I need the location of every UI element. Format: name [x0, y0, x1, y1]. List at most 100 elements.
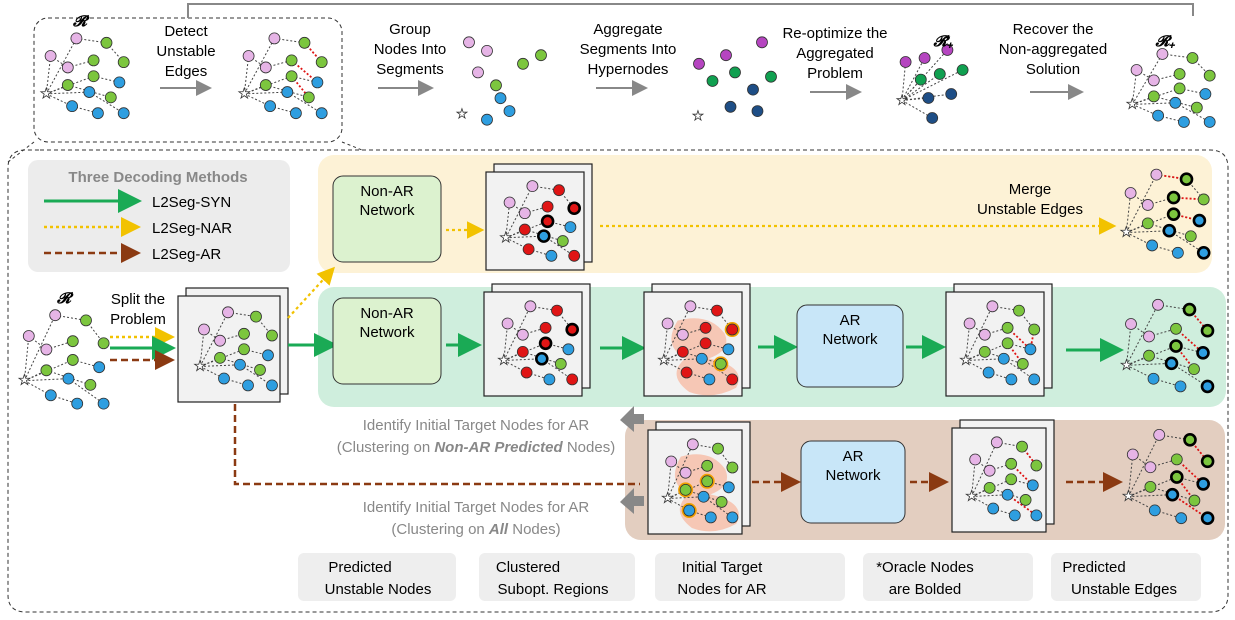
- graph-node: [1148, 504, 1161, 517]
- left-original-graph: ★: [18, 309, 110, 410]
- graph-node: [234, 358, 246, 371]
- ar-result-graph: ★: [1122, 428, 1215, 526]
- graph-node: [1200, 323, 1215, 338]
- graph-node: [1175, 512, 1188, 525]
- graph-node: [722, 481, 735, 494]
- route-edge: [522, 351, 561, 365]
- flow-ar-path: [233, 404, 640, 486]
- graph-node: [683, 504, 696, 517]
- graph-node: [562, 343, 575, 356]
- graph-node: [534, 351, 549, 366]
- legend-oracle-box: [863, 553, 1033, 601]
- graph-node: [266, 329, 278, 342]
- depot-star-icon: ★: [965, 487, 978, 503]
- graph-node: [61, 79, 74, 91]
- graph-node: [538, 336, 553, 351]
- legend-oracle-line-2: are Bolded: [889, 581, 962, 598]
- flow-nar-up: [287, 266, 335, 319]
- ar-network-box-syn: [796, 304, 904, 388]
- depot-star-icon: ★: [238, 85, 251, 101]
- graph-node: [1182, 302, 1197, 317]
- graph-node: [526, 180, 539, 193]
- graph-node: [1146, 239, 1158, 252]
- route-edge: [23, 314, 56, 381]
- graph-node: [518, 223, 531, 236]
- detect-line-1: Detect: [164, 23, 208, 40]
- depot-star-icon: ★: [658, 351, 671, 367]
- graph-node: [238, 343, 250, 356]
- graph-node: [1162, 223, 1177, 238]
- graph-node: [551, 304, 563, 317]
- graph-node: [969, 453, 982, 466]
- graph-node: [661, 317, 674, 330]
- graph-node: [712, 442, 724, 455]
- graph-node: [259, 61, 272, 74]
- graph-node: [565, 322, 580, 337]
- graph-node: [97, 337, 110, 350]
- identify2-em: All: [488, 521, 509, 538]
- graph-node: [520, 366, 533, 379]
- route-edge: [244, 91, 288, 95]
- route-edge: [667, 323, 684, 336]
- graph-node: [714, 358, 727, 370]
- graph-node: [553, 184, 565, 197]
- graph-node: [1166, 207, 1181, 221]
- graph-node: [1147, 74, 1160, 87]
- graph-node: [214, 351, 226, 364]
- graph-node: [1165, 487, 1180, 502]
- identify2-pre: (Clustering on: [391, 521, 489, 538]
- graph-node: [536, 229, 551, 243]
- graph-node: [66, 335, 79, 348]
- left-r-label: 𝓡: [56, 290, 74, 307]
- graph-node: [722, 343, 735, 356]
- merge-line-2: Unstable Edges: [977, 201, 1083, 218]
- legend-clustered-box: [479, 553, 635, 601]
- aggregate-line-1: Aggregate: [593, 21, 662, 38]
- group-line-3: Segments: [376, 61, 444, 78]
- graph-node: [298, 36, 311, 49]
- route-edge: [1125, 192, 1132, 233]
- nar-network-line-1: Non-AR: [360, 183, 414, 200]
- graph-node: [1141, 199, 1154, 211]
- zoom-line-right: [341, 141, 363, 151]
- graph-node: [87, 54, 100, 67]
- graph-node: [1001, 321, 1014, 334]
- top-recovered-graph: ★: [1126, 48, 1216, 128]
- graph-node: [250, 310, 262, 323]
- route-edge: [68, 378, 104, 405]
- graph-node: [1130, 64, 1143, 76]
- ar-row-background: [625, 420, 1225, 540]
- route-edge: [505, 220, 548, 239]
- graph-node: [302, 91, 315, 104]
- graph-node: [680, 366, 693, 379]
- depot-star-icon: ★: [1122, 488, 1135, 504]
- syn-graph: ★: [497, 300, 580, 386]
- graph-node: [1170, 453, 1183, 466]
- hypernode: [724, 100, 737, 113]
- syn-cluster-graph: ★: [657, 300, 740, 386]
- ar-network-syn-line-1: AR: [840, 312, 861, 329]
- graph-node: [1143, 330, 1155, 343]
- graph-node: [214, 334, 226, 347]
- graph-node: [44, 50, 57, 62]
- graph-node: [1001, 488, 1014, 501]
- top-feedback-arrow: [187, 3, 1194, 18]
- hypernode: [899, 56, 912, 68]
- route-edge: [507, 323, 524, 336]
- graph-node: [285, 54, 298, 67]
- graph-node: [711, 304, 723, 317]
- graph-node: [266, 379, 278, 392]
- hypernode: [693, 57, 705, 70]
- segment-node: [490, 79, 502, 92]
- graph-node: [703, 373, 716, 386]
- graph-node: [697, 490, 710, 503]
- route-edge: [46, 91, 90, 95]
- top-r-label: 𝓡: [72, 13, 90, 30]
- route-edge: [199, 364, 241, 367]
- graph-node: [1005, 457, 1018, 470]
- graph-node: [1008, 509, 1021, 522]
- nar-result-graph: ★: [1120, 168, 1211, 260]
- graph-node: [117, 56, 130, 69]
- graph-node: [540, 214, 555, 229]
- group-line-1: Group: [389, 21, 431, 38]
